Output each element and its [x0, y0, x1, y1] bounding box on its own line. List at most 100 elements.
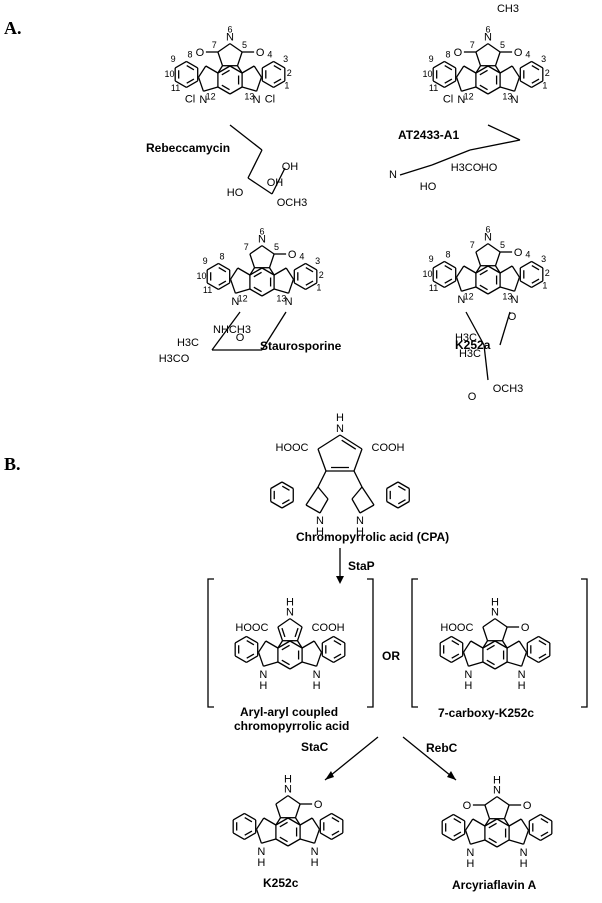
- rebeccamycin-structure-central-double: [221, 69, 230, 76]
- at2433-structure-ind-bond: [499, 65, 513, 74]
- rebeccamycin-structure-central-bond: [217, 65, 231, 74]
- k252a-structure-central-bond: [475, 286, 489, 295]
- staurosporine-structure-benz-bond: [305, 282, 318, 290]
- aryl-coupled-structure-ind-bond: [301, 640, 315, 649]
- k252c-structure-benz-bond: [331, 812, 344, 821]
- k252a-structure-link: [494, 265, 501, 274]
- arcyriaflavin-structure-central-bond: [484, 839, 498, 848]
- arcyriaflavin-structure-ind-bond: [523, 829, 530, 845]
- k252a-structure-ind-bond: [455, 276, 462, 292]
- k252c-structure-pyr-bond: [287, 795, 301, 805]
- cpa-ind-h: H: [356, 526, 364, 538]
- arcyriaflavin-structure-top-h: H: [493, 775, 501, 787]
- k252c-structure-benz-bond: [244, 812, 257, 821]
- staurosporine-structure-benz-bond: [293, 282, 306, 290]
- aryl-coupled-structure-ind-h: H: [259, 680, 267, 692]
- cpa-ind-n: N: [356, 515, 364, 527]
- aryl-coupled-structure-central-bond: [277, 661, 291, 670]
- k252c-structure-benz-bond: [319, 832, 332, 840]
- at2433-structure-central-bond: [487, 65, 501, 74]
- carboxy-k252c-structure-ind-bond: [506, 640, 520, 649]
- arcyriaflavin-label: Arcyriaflavin A: [452, 878, 537, 892]
- k252a-structure-ring-number: 3: [541, 254, 546, 264]
- carboxy-k252c-structure-hooc: HOOC: [440, 622, 473, 634]
- k252a-h3c2: H3C: [459, 348, 481, 360]
- arcyriaflavin-structure-o-left: O: [463, 800, 472, 812]
- k252a-structure-central-bond: [475, 265, 489, 274]
- rebeccamycin-structure-ring-number: 5: [242, 40, 247, 50]
- k252c-structure-central-double: [279, 836, 288, 843]
- left-bracket-open: [207, 578, 214, 708]
- k252a-structure-benz-double: [531, 278, 540, 284]
- aryl-coupled-structure-link: [296, 640, 303, 649]
- carboxy-k252c-structure-ind-n: N: [464, 669, 472, 681]
- right-bracket-close: [581, 578, 588, 708]
- k252a-structure-pyr-bond: [475, 251, 482, 266]
- k252c-structure-top-n: N: [284, 784, 292, 796]
- carboxy-k252c-structure-central-bond: [494, 640, 508, 649]
- carboxy-k252c-structure-link: [501, 640, 508, 649]
- k252a-structure-benz-double: [444, 278, 453, 284]
- arcyriaflavin-structure-benz-bond: [441, 813, 454, 822]
- at2433-structure-ring-number: 13: [502, 92, 512, 102]
- aryl-coupled-structure-ind-bond: [263, 661, 279, 667]
- at2433-ch3: CH3: [497, 3, 519, 15]
- staurosporine-structure-benz-bond: [305, 262, 318, 271]
- cpa-ind: [361, 486, 375, 506]
- at2433-structure-benz-bond: [444, 80, 457, 88]
- rebeccamycin-structure-benz-bond: [273, 80, 286, 88]
- carboxy-k252c-structure-o-right: O: [521, 622, 530, 634]
- arcyriaflavin-structure-benz-double: [453, 831, 462, 837]
- aryl-coupled-structure-benz-bond: [234, 635, 247, 644]
- cpa-indole-benz-bond: [386, 500, 399, 509]
- arcyriaflavin-structure-benz-bond: [540, 813, 553, 822]
- carboxy-k252c-structure-pyr-bond: [494, 618, 508, 628]
- staurosporine-structure-ind-bond: [273, 288, 289, 294]
- rebeccamycin-structure-benz-double: [273, 65, 282, 71]
- arcyriaflavin-structure-ind-bond: [472, 818, 486, 827]
- k252c-structure-top-h: H: [284, 774, 292, 786]
- k252a-structure-benz-bond: [519, 280, 532, 288]
- at2433-structure-ind-bond: [514, 76, 521, 92]
- aryl-coupled-structure-ind-bond: [313, 640, 323, 653]
- rebeccamycin-structure-ring-number: 11: [171, 83, 180, 93]
- carboxy-k252c-structure-benz-bond: [451, 635, 464, 644]
- staurosporine-structure-top-n: N: [258, 234, 266, 246]
- carboxy-k252c-structure-benz-bond: [526, 655, 539, 663]
- staurosporine-structure-benz-double: [218, 267, 227, 273]
- at2433-structure-ind-bond: [463, 65, 477, 74]
- at2433-structure-o-left: O: [454, 47, 463, 59]
- cpa-indole-benz-bond: [270, 481, 283, 490]
- rebeccamycin-structure-benz-bond: [273, 60, 286, 69]
- rebeccamycin-structure-ring-number: 7: [212, 40, 217, 50]
- at2433-structure-ring-number: 9: [429, 54, 434, 64]
- arcyriaflavin-structure-benz-double: [540, 831, 549, 837]
- carboxy-k252c-structure-benz-bond: [538, 635, 551, 644]
- rebeccamycin-structure-ind-bond: [197, 65, 207, 78]
- k252c-structure-ind-bond: [299, 838, 315, 844]
- panel-b-label: B.: [4, 454, 21, 474]
- staurosporine-structure-benz-bond: [206, 282, 219, 290]
- cpa-indole-benz-bond: [386, 481, 399, 490]
- carboxy-k252c-structure-pyr-bond: [501, 626, 508, 641]
- sugar-bond: [469, 139, 521, 151]
- aryl-coupled-structure-central-bond: [289, 640, 303, 649]
- at2433-structure-top-n: N: [484, 32, 492, 44]
- rebeccamycin-structure-ring-number: 4: [267, 50, 272, 60]
- staurosporine-structure-ind-n: N: [231, 296, 239, 308]
- rebeccamycin-structure-ind-n: N: [199, 94, 207, 106]
- carboxy-k252c-structure-benz-bond: [451, 655, 464, 663]
- k252c-structure-ind-bond: [255, 828, 262, 844]
- k252c-structure-benz-bond: [232, 832, 245, 840]
- staurosporine-structure-ind-bond: [285, 267, 295, 280]
- aryl-coupled-structure-ind-bond: [301, 661, 317, 667]
- k252c-label: K252c: [263, 876, 299, 890]
- rebeccamycin-structure-benz-bond: [186, 60, 199, 69]
- aryl-coupled-structure-pyr-bond: [277, 618, 291, 628]
- at2433-structure-ind-bond: [499, 86, 515, 92]
- at2433-structure-benz-bond: [432, 80, 445, 88]
- k252a-structure-ind-bond: [499, 265, 513, 274]
